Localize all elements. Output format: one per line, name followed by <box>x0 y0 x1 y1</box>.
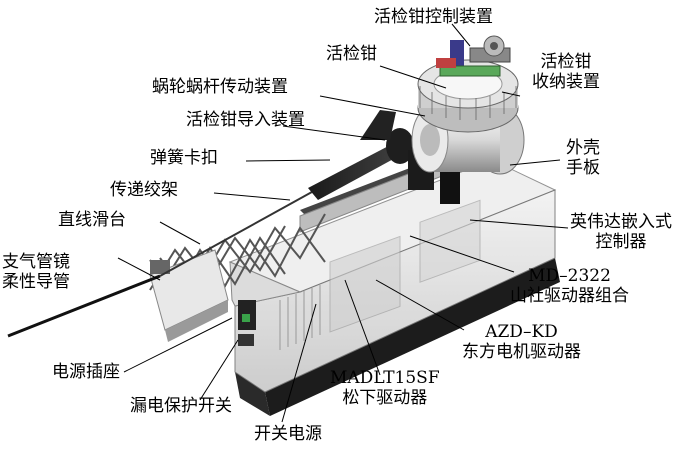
vent-grille <box>279 285 321 350</box>
label-nvidia-controller: 英伟达嵌入式 控制器 <box>570 212 672 252</box>
label-azd: AZD–KD 东方电机驱动器 <box>462 322 581 362</box>
label-spring-clip: 弹簧卡扣 <box>150 148 218 168</box>
base-plate <box>235 258 560 416</box>
label-madlt-line1: MADLT15SF <box>330 368 440 388</box>
label-worm-gear: 蜗轮蜗杆传动装置 <box>152 77 288 97</box>
label-switch-power: 开关电源 <box>254 424 322 444</box>
label-shell-line2: 手板 <box>566 158 600 178</box>
label-nvidia-line2: 控制器 <box>595 232 647 252</box>
label-shell-line1: 外壳 <box>566 138 600 158</box>
label-bronchoscope: 支气管镜 柔性导管 <box>2 252 70 292</box>
label-clamp-storage-line2: 收纳装置 <box>532 72 600 92</box>
label-md2322-line2: 山社驱动器组合 <box>510 286 629 306</box>
knob-icon <box>440 168 460 204</box>
label-leakage-switch: 漏电保护开关 <box>130 396 232 416</box>
label-clamp-control: 活检钳控制装置 <box>374 7 493 27</box>
switch-icon <box>238 334 254 346</box>
label-md2322: MD–2322 山社驱动器组合 <box>510 266 629 306</box>
label-nvidia-line1: 英伟达嵌入式 <box>570 212 672 232</box>
leader-lines <box>117 23 569 423</box>
label-bronchoscope-line1: 支气管镜 <box>2 252 70 272</box>
label-madlt-line2: 松下驱动器 <box>342 388 428 408</box>
label-power-socket: 电源插座 <box>52 362 120 382</box>
label-bronchoscope-line2: 柔性导管 <box>2 272 70 292</box>
label-clamp: 活检钳 <box>326 44 377 64</box>
label-azd-line2: 东方电机驱动器 <box>462 342 581 362</box>
label-linear-slide: 直线滑台 <box>58 210 126 230</box>
label-clamp-guide: 活检钳导入装置 <box>186 110 305 130</box>
label-transmission-hinge: 传递绞架 <box>110 180 178 200</box>
label-madlt: MADLT15SF 松下驱动器 <box>330 368 440 408</box>
bronchoscope-handle <box>308 110 460 204</box>
flexible-catheter <box>7 181 331 338</box>
label-clamp-storage: 活检钳 收纳装置 <box>532 52 600 92</box>
label-md2322-line1: MD–2322 <box>528 266 611 286</box>
label-shell: 外壳 手板 <box>566 138 600 178</box>
label-azd-line1: AZD–KD <box>485 322 558 342</box>
linear-slide <box>149 249 229 342</box>
label-clamp-storage-line1: 活检钳 <box>540 52 592 72</box>
clamp-control-mechanism <box>436 35 511 77</box>
